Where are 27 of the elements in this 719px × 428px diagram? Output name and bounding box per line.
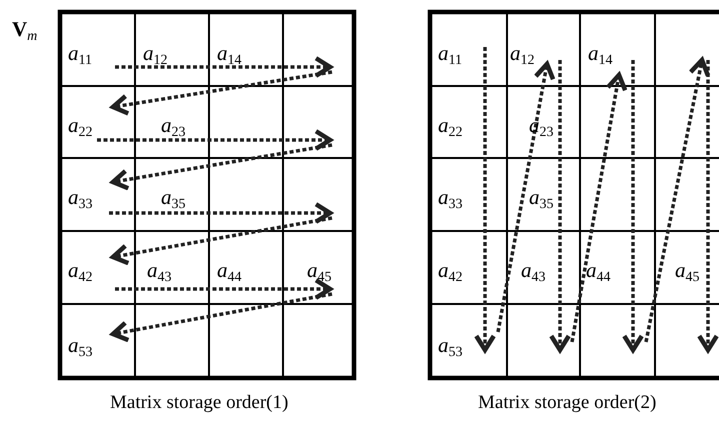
matrix-element: a$_{43}$ <box>147 259 172 287</box>
matrix-element: a$_{33}$ <box>438 186 462 214</box>
matrix-element: a$_{44}$ <box>217 259 242 287</box>
matrix-element: a$_{45}$ <box>307 259 332 287</box>
figure-caption: Matrix storage order(2) <box>478 392 656 414</box>
matrix-element: a$_{11}$ <box>438 42 462 70</box>
matrix-element: a$_{42}$ <box>438 259 462 287</box>
matrix-name: V$_{m}$ <box>12 18 38 46</box>
matrix-element: a$_{14}$ <box>588 42 612 70</box>
matrix-element: a$_{11}$ <box>68 42 92 70</box>
matrix-element: a$_{42}$ <box>68 259 92 287</box>
matrix-element: a$_{12}$ <box>510 42 534 70</box>
matrix-element: a$_{23}$ <box>529 114 554 142</box>
matrix-element: a$_{23}$ <box>161 114 186 142</box>
matrix-element: a$_{43}$ <box>521 259 546 287</box>
matrix-element: a$_{33}$ <box>68 186 92 214</box>
matrix-element: a$_{14}$ <box>217 42 242 70</box>
matrix-element: a$_{44}$ <box>586 259 610 287</box>
matrix-element: a$_{35}$ <box>529 186 554 214</box>
figure-caption: Matrix storage order(1) <box>110 392 288 414</box>
matrix-element: a$_{45}$ <box>675 259 700 287</box>
matrix-element: a$_{12}$ <box>143 42 168 70</box>
matrix-element: a$_{22}$ <box>438 114 462 142</box>
matrix-element: a$_{53}$ <box>438 334 462 362</box>
matrix-element: a$_{35}$ <box>161 186 186 214</box>
matrix-element: a$_{53}$ <box>68 334 92 362</box>
matrix-element: a$_{22}$ <box>68 114 92 142</box>
